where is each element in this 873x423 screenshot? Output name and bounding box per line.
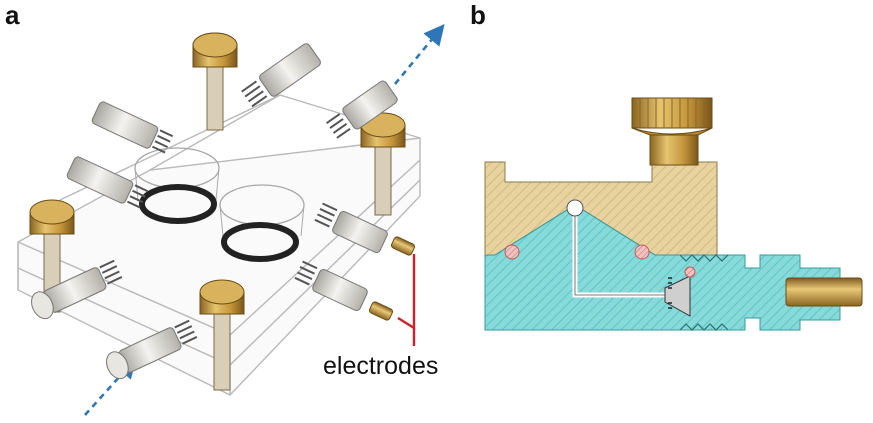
fitting-cone	[664, 275, 691, 317]
tube-fitting	[241, 43, 321, 108]
flow-direction-arrow	[393, 23, 445, 85]
knurled-screw	[199, 279, 245, 391]
panel-label-a: a	[5, 0, 20, 30]
thread-detail	[679, 254, 729, 331]
tube-fitting	[106, 319, 198, 380]
knurled-screw	[631, 97, 713, 166]
tube-fitting	[91, 101, 174, 154]
tube-fitting	[66, 156, 149, 209]
electrodes-label: electrodes	[323, 352, 439, 380]
tube-fitting	[326, 80, 398, 139]
panel-b-drawing	[484, 97, 863, 331]
electrode	[368, 301, 394, 321]
o-ring	[139, 184, 217, 224]
o-ring-section	[634, 244, 650, 260]
tube-fitting	[294, 260, 368, 312]
o-ring	[221, 222, 299, 262]
panel-a-drawing	[17, 23, 445, 416]
electrode	[390, 236, 416, 256]
knurled-screw	[192, 32, 238, 131]
tube-fitting	[314, 202, 388, 254]
electrode-pin	[785, 277, 863, 307]
electrode-wire	[397, 254, 416, 331]
tube-fitting	[31, 259, 123, 320]
o-ring-section	[504, 244, 520, 260]
o-ring-section	[684, 266, 696, 278]
chamber-hole	[566, 199, 584, 217]
panel-label-b: b	[470, 0, 486, 30]
